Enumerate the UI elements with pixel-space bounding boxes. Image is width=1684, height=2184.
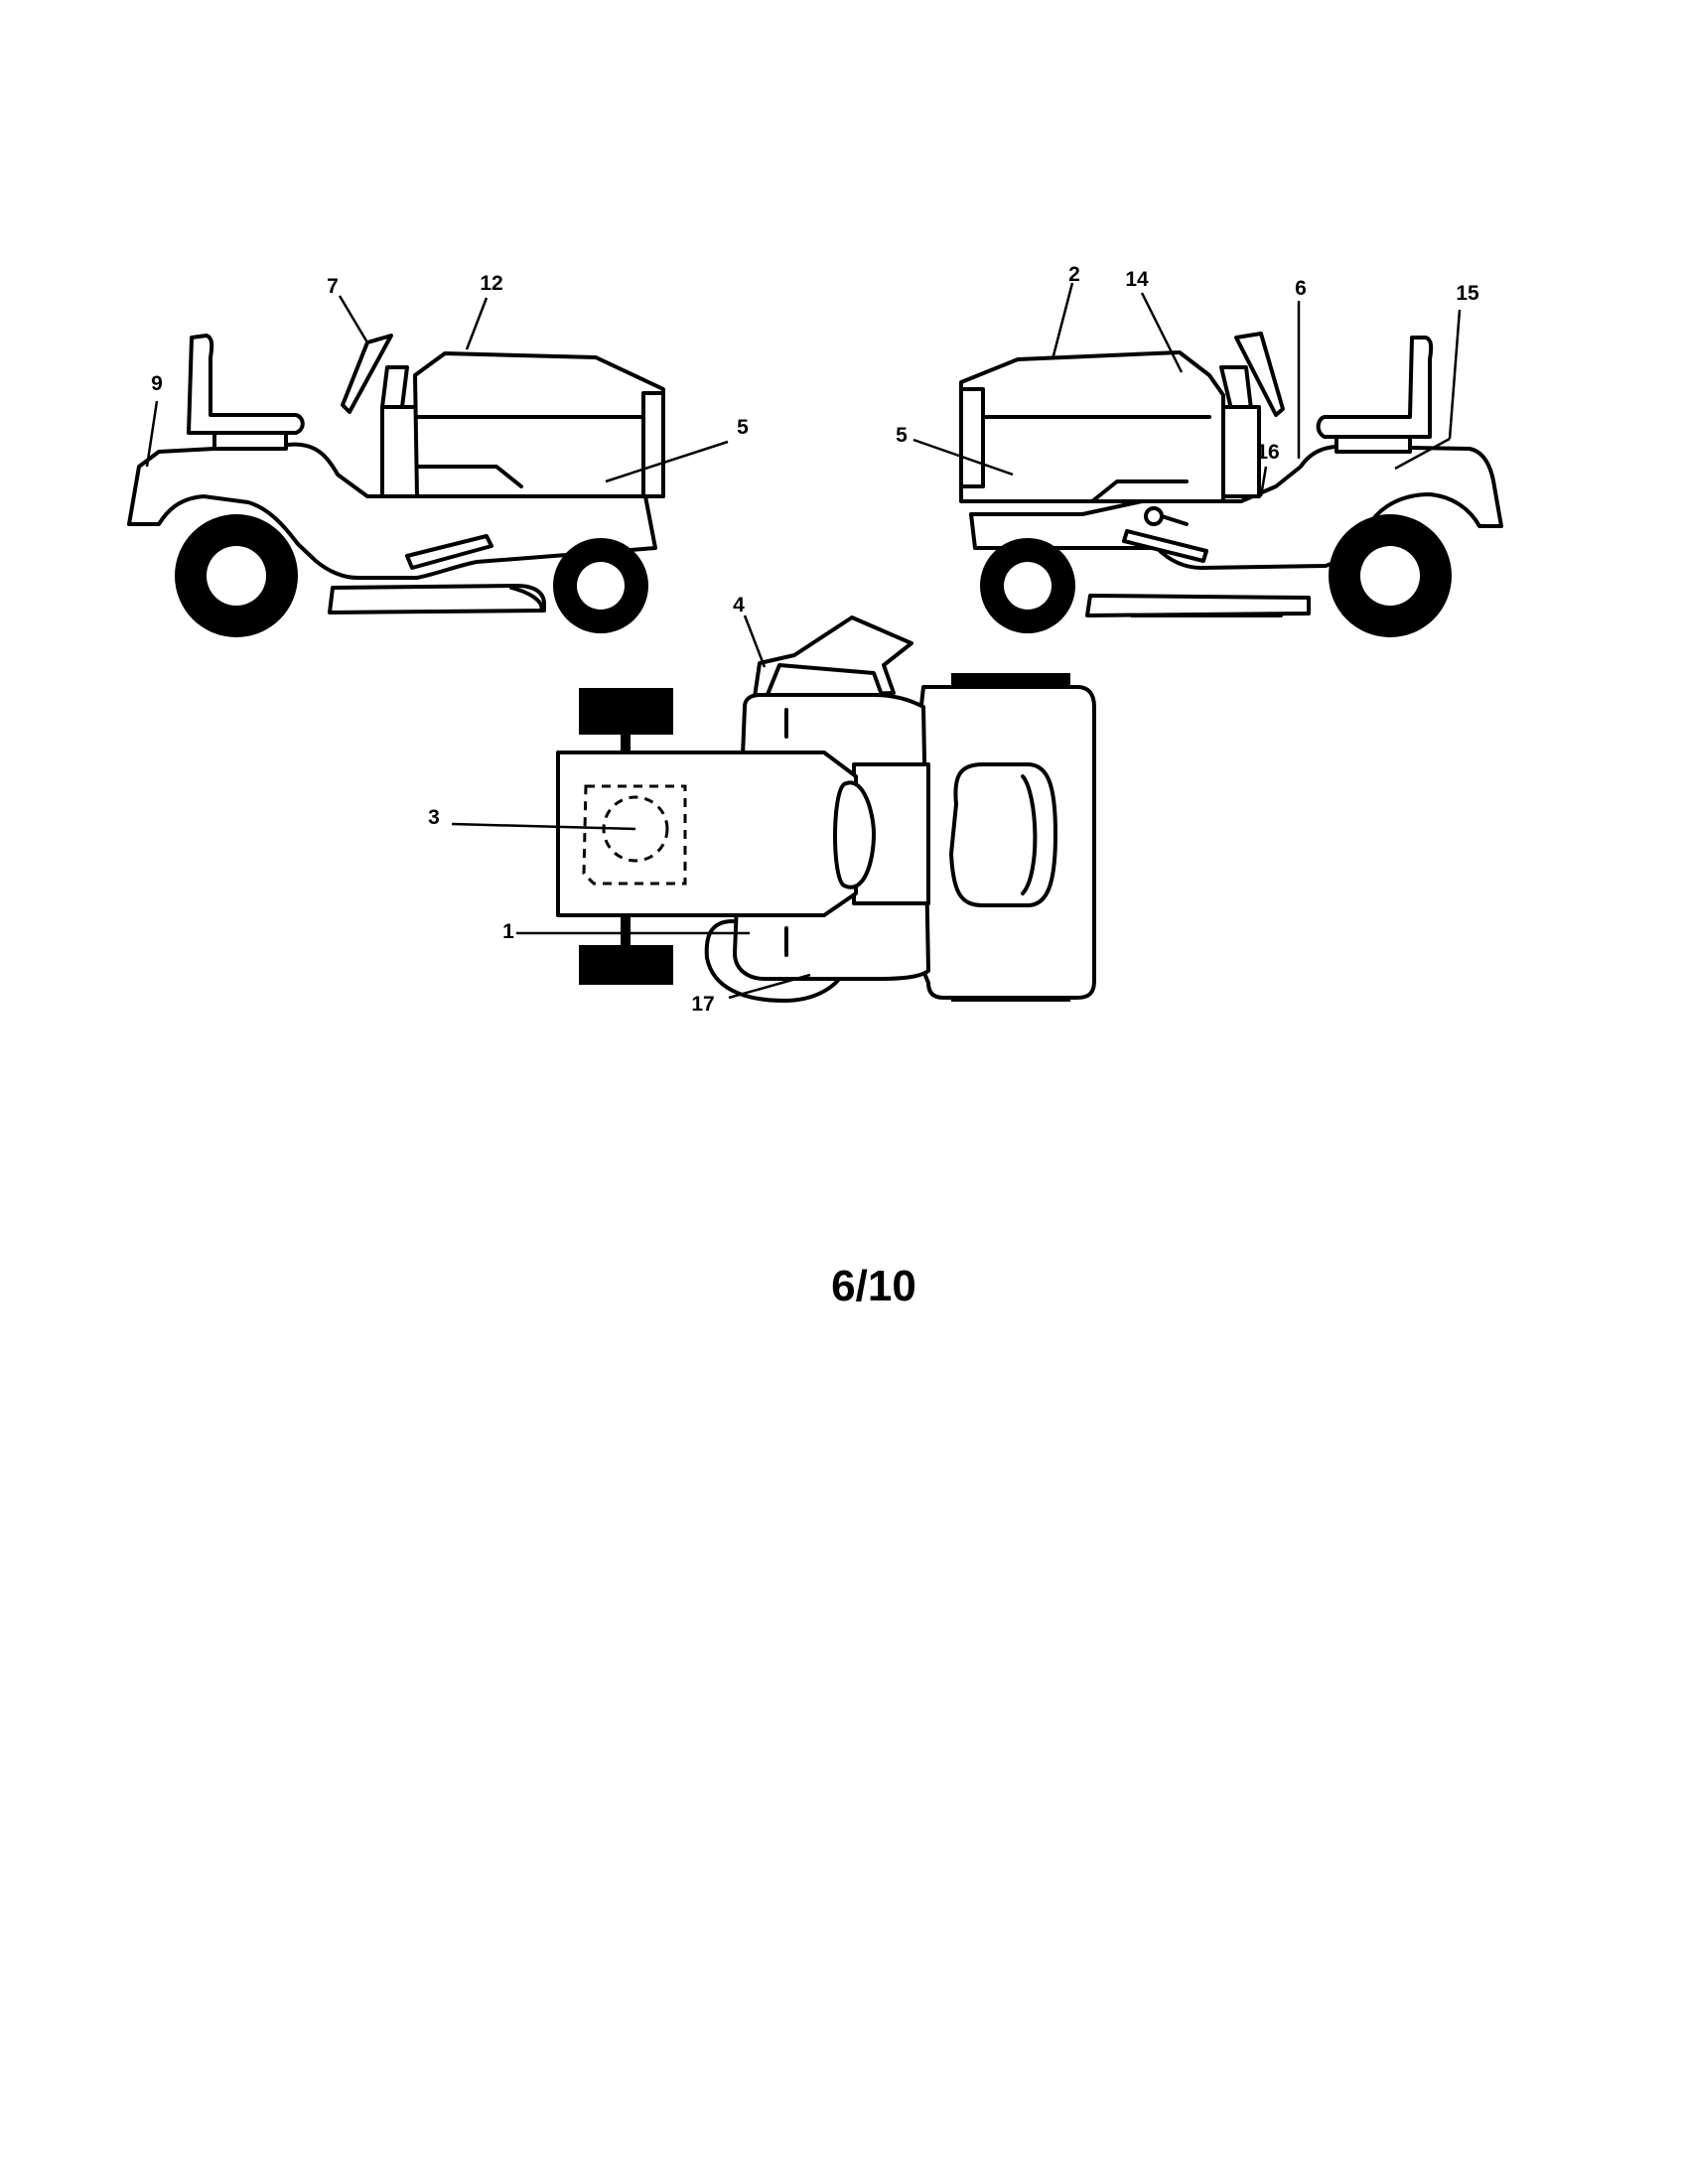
- tractor-right-side-view: 2 14 6 15 5 16: [896, 263, 1503, 637]
- callout-5-left: 5: [737, 416, 749, 439]
- callout-12: 12: [480, 272, 502, 295]
- callout-5-right: 5: [896, 424, 908, 447]
- rear-wheel-right: [1329, 514, 1452, 637]
- top-rear-wheel-upper: [951, 673, 1070, 687]
- callout-7: 7: [327, 275, 339, 298]
- top-front-wheel-upper: [579, 688, 673, 735]
- callout-1: 1: [502, 920, 514, 943]
- callout-16: 16: [1256, 441, 1279, 464]
- callout-9: 9: [151, 372, 163, 395]
- page-number: 6/10: [831, 1262, 916, 1310]
- callout-15: 15: [1456, 282, 1479, 305]
- front-wheel-right: [980, 538, 1075, 633]
- top-front-wheel-lower: [579, 945, 673, 985]
- callout-14: 14: [1125, 268, 1149, 291]
- tractor-top-view: 4 3 1 17: [428, 594, 1096, 1016]
- callout-3: 3: [428, 806, 440, 829]
- tractor-left-side-view: 7 12 9 5: [127, 272, 749, 637]
- front-wheel: [553, 538, 648, 633]
- callout-17: 17: [691, 993, 714, 1016]
- callout-4: 4: [733, 594, 745, 616]
- callout-6: 6: [1295, 277, 1307, 300]
- rear-wheel: [175, 514, 298, 637]
- callout-2: 2: [1068, 263, 1080, 286]
